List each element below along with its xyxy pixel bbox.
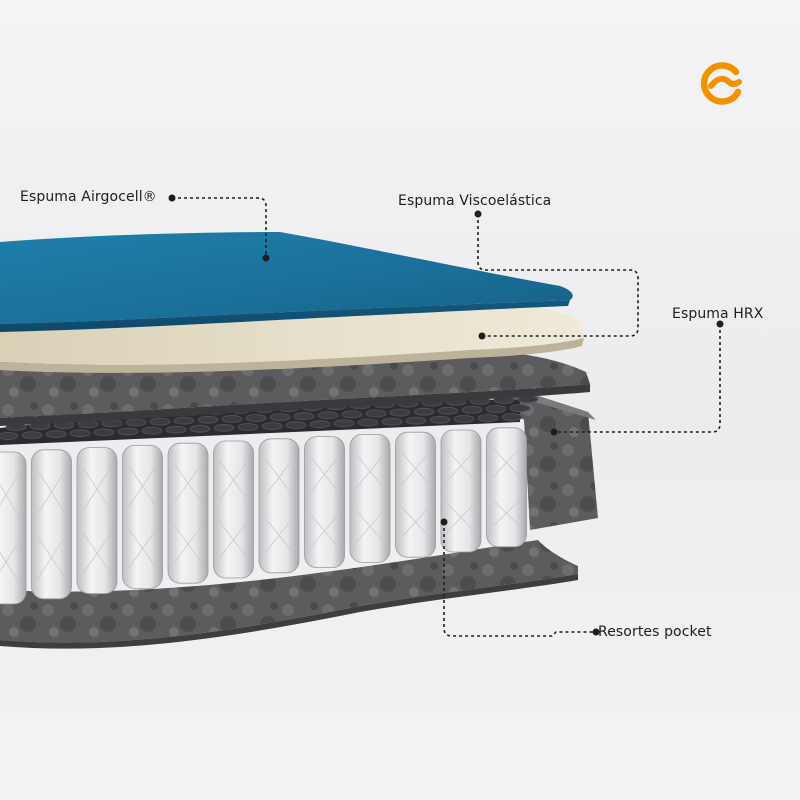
spring-column xyxy=(77,448,117,594)
spring-top xyxy=(150,418,170,425)
spring-top xyxy=(126,419,146,426)
spring-top xyxy=(214,424,234,431)
spring-top xyxy=(478,415,498,422)
callout-dot-visco xyxy=(479,333,486,340)
spring-top xyxy=(166,426,186,433)
spring-top xyxy=(382,418,402,425)
spring-top xyxy=(294,413,314,420)
callout-dot-visco-label xyxy=(475,211,482,218)
spring-top xyxy=(22,432,42,439)
spring-column xyxy=(168,443,208,583)
spring-top xyxy=(246,415,266,422)
spring-top xyxy=(118,428,138,435)
spring-top xyxy=(358,419,378,426)
label-visco: Espuma Viscoelástica xyxy=(398,193,551,209)
spring-column xyxy=(32,450,72,599)
spring-top xyxy=(94,429,114,436)
spring-column xyxy=(487,428,527,547)
spring-top xyxy=(286,422,306,429)
spring-column xyxy=(259,439,299,573)
label-airgocell: Espuma Airgocell® xyxy=(20,189,157,205)
spring-top xyxy=(198,416,218,423)
label-pocket: Resortes pocket xyxy=(598,624,712,640)
spring-column xyxy=(0,452,26,604)
spring-top xyxy=(438,407,458,414)
label-hrx: Espuma HRX xyxy=(672,306,763,322)
spring-column xyxy=(396,432,436,557)
spring-column xyxy=(214,441,254,578)
spring-top xyxy=(142,427,162,434)
spring-top xyxy=(270,414,290,421)
spring-top xyxy=(238,424,258,431)
spring-top xyxy=(390,409,410,416)
spring-top xyxy=(102,420,122,427)
spring-top xyxy=(510,405,530,412)
spring-top xyxy=(406,417,426,424)
spring-top xyxy=(318,412,338,419)
spring-top xyxy=(174,417,194,424)
spring-top xyxy=(70,430,90,437)
spring-top xyxy=(414,408,434,415)
spring-column xyxy=(350,434,390,562)
spring-column xyxy=(441,430,481,552)
spring-top xyxy=(454,415,474,422)
spring-top xyxy=(0,433,18,440)
spring-top xyxy=(222,415,242,422)
spring-top xyxy=(342,411,362,418)
callout-dot-airgocell xyxy=(263,255,270,262)
spring-top xyxy=(502,414,522,421)
spring-top xyxy=(462,406,482,413)
callout-dot-airgocell-label xyxy=(169,195,176,202)
spring-top xyxy=(430,416,450,423)
spring-column xyxy=(123,445,163,588)
spring-column xyxy=(305,437,345,568)
spring-top xyxy=(310,421,330,428)
spring-top xyxy=(366,410,386,417)
spring-top xyxy=(262,423,282,430)
spring-top xyxy=(334,420,354,427)
callout-dot-hrx xyxy=(551,429,558,436)
spring-top xyxy=(46,431,66,438)
callout-dot-pocket xyxy=(441,519,448,526)
spring-top xyxy=(486,406,506,413)
spring-top xyxy=(190,425,210,432)
